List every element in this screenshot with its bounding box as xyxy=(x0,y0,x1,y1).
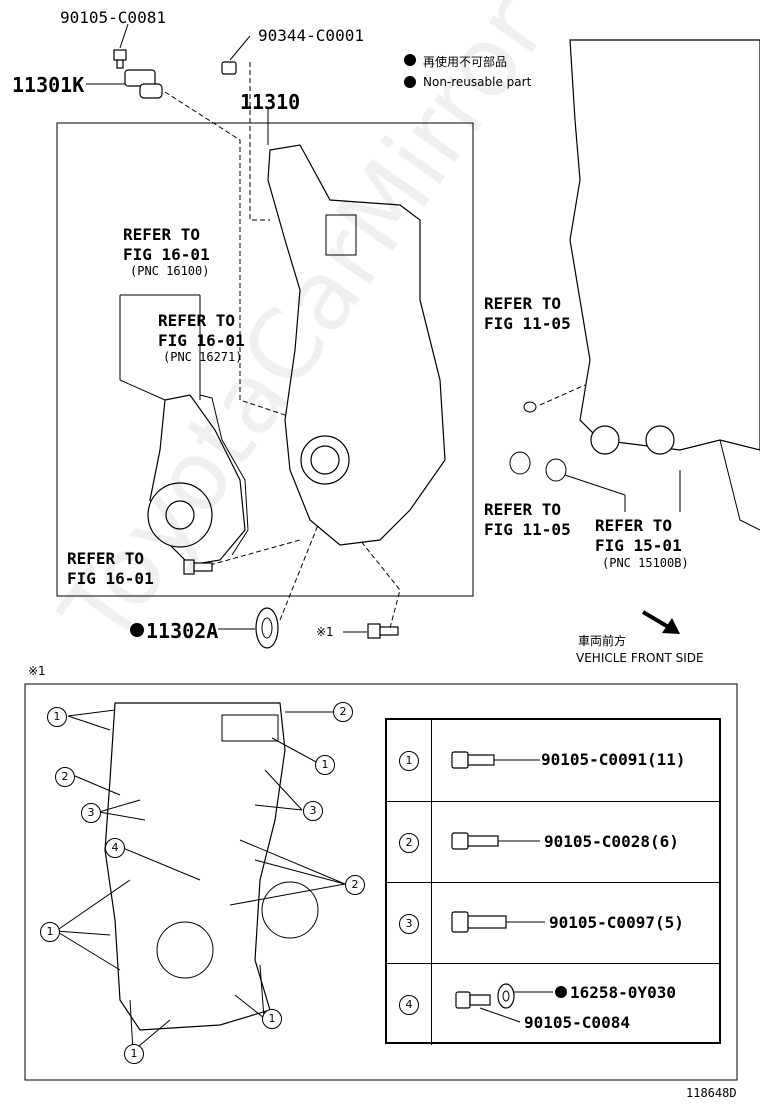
refer-15-01[interactable]: REFER TO FIG 15-01 xyxy=(595,516,682,555)
assembly-box xyxy=(56,122,474,597)
refer-16-01-c[interactable]: REFER TO FIG 16-01 xyxy=(67,549,154,588)
part-label-11301K[interactable]: 11301K xyxy=(12,73,85,97)
detail-cover-outline xyxy=(104,702,286,1031)
bolt-icon-2 xyxy=(451,832,499,850)
table-row: 3 90105-C0097(5) xyxy=(387,882,719,964)
callout-1: 1 xyxy=(40,922,60,942)
callout-2: 2 xyxy=(345,875,365,895)
note-marker: ※1 xyxy=(316,625,334,639)
callout-1: 1 xyxy=(124,1044,144,1064)
callout-1: 1 xyxy=(262,1009,282,1029)
bolt-note-1 xyxy=(367,623,399,639)
row-number: 4 xyxy=(399,995,419,1015)
row-number: 3 xyxy=(399,914,419,934)
oil-seal xyxy=(255,607,279,649)
part-label-11310[interactable]: 11310 xyxy=(240,90,301,114)
bolt-icon-4 xyxy=(455,983,515,1009)
part-label-90344-C0001[interactable]: 90344-C0001 xyxy=(258,26,364,45)
table-row: 4 16258-0Y030 90105-C0084 xyxy=(387,963,719,1045)
row-part-number[interactable]: 90105-C0028(6) xyxy=(544,832,679,851)
part-label-90105-C0081[interactable]: 90105-C0081 xyxy=(60,8,166,27)
refer-11-05-a[interactable]: REFER TO FIG 11-05 xyxy=(484,294,571,333)
refer-16-01-b-pnc: (PNC 16271) xyxy=(163,350,243,364)
table-row: 1 90105-C0091(11) xyxy=(387,720,719,801)
vehicle-front-arrow xyxy=(641,610,680,634)
legend-jp: 再使用不可部品 xyxy=(423,55,508,69)
row-number: 2 xyxy=(399,833,419,853)
callout-4: 4 xyxy=(105,838,125,858)
o-ring-a xyxy=(509,451,531,475)
row-part-number[interactable]: 16258-0Y030 xyxy=(570,983,676,1002)
row-part-number[interactable]: 90105-C0091(11) xyxy=(541,750,686,769)
direction-jp: 車両前方 xyxy=(578,634,627,648)
row-part-number-2[interactable]: 90105-C0084 xyxy=(524,1013,630,1032)
callout-3: 3 xyxy=(303,801,323,821)
legend-en: Non-reusable part xyxy=(423,75,532,89)
figure-id: 118648D xyxy=(686,1086,737,1100)
bolt-90105-C0081 xyxy=(113,49,127,69)
bolt-90344-C0001 xyxy=(221,61,237,75)
o-ring-b xyxy=(545,458,567,482)
sensor-11301K xyxy=(124,69,163,99)
row-number: 1 xyxy=(399,751,419,771)
table-row: 2 90105-C0028(6) xyxy=(387,801,719,883)
refer-15-01-pnc: (PNC 15100B) xyxy=(602,556,689,570)
callout-3: 3 xyxy=(81,803,101,823)
o-ring-small xyxy=(523,401,537,413)
direction-en: VEHICLE FRONT SIDE xyxy=(576,651,704,665)
callout-1: 1 xyxy=(47,707,67,727)
bolt-refer-16-01 xyxy=(183,559,213,575)
part-label-11302A[interactable]: 11302A xyxy=(146,619,219,643)
row-part-number[interactable]: 90105-C0097(5) xyxy=(549,913,684,932)
bolt-table: 1 90105-C0091(11) 2 90105-C0028(6) 3 901… xyxy=(385,718,721,1045)
refer-16-01-b[interactable]: REFER TO FIG 16-01 xyxy=(158,311,245,350)
callout-2: 2 xyxy=(55,767,75,787)
bolt-icon-1 xyxy=(451,751,495,769)
refer-11-05-b[interactable]: REFER TO FIG 11-05 xyxy=(484,500,571,539)
engine-block xyxy=(569,39,760,451)
callout-1: 1 xyxy=(315,755,335,775)
detail-box xyxy=(24,683,738,1081)
note-marker-detail: ※1 xyxy=(28,664,46,678)
refer-16-01-a-pnc: (PNC 16100) xyxy=(130,264,210,278)
bolt-icon-3 xyxy=(451,911,507,933)
callout-2: 2 xyxy=(333,702,353,722)
refer-16-01-a[interactable]: REFER TO FIG 16-01 xyxy=(123,225,210,264)
